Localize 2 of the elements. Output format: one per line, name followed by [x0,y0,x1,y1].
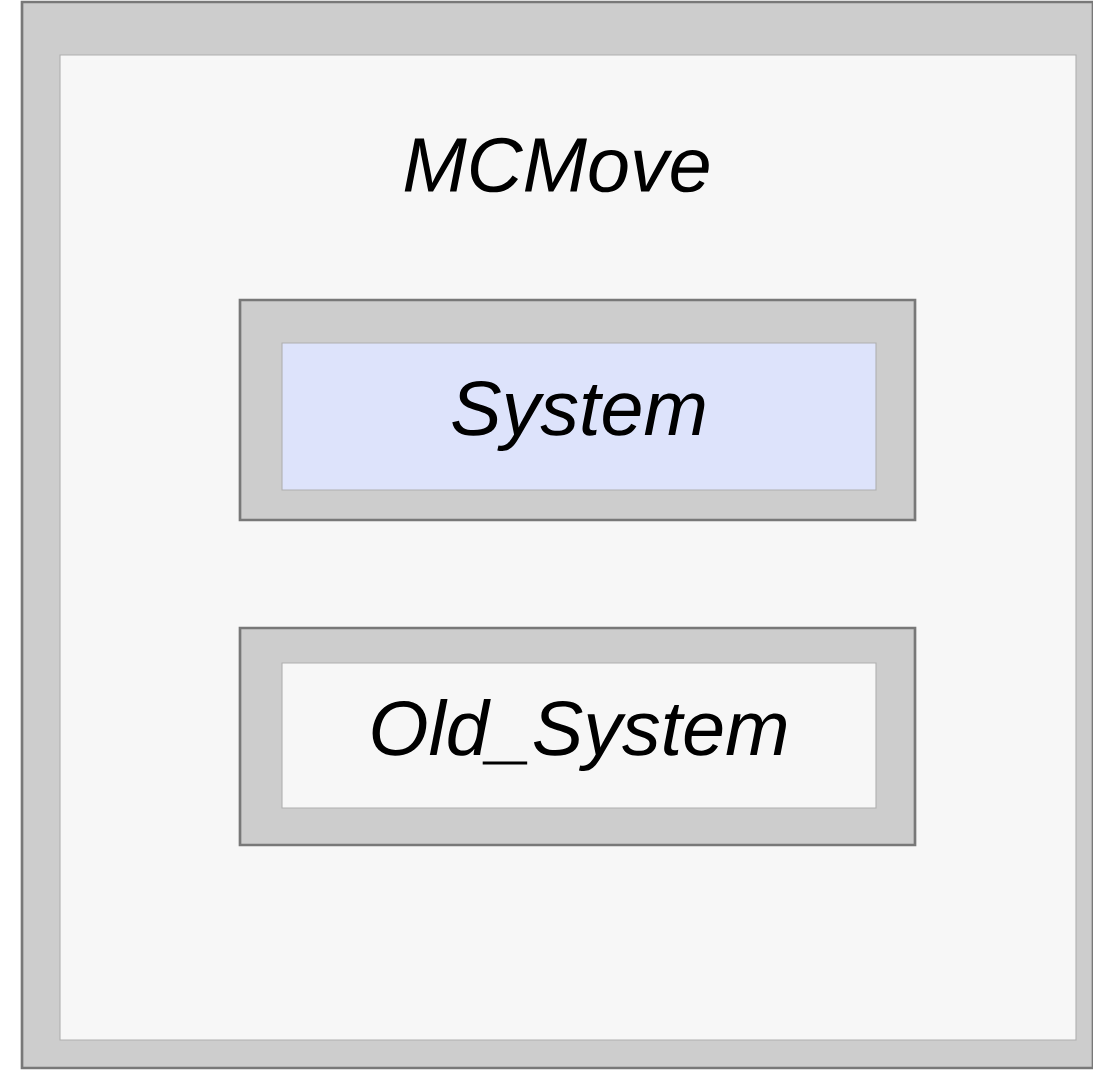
box: System [238,298,917,522]
box: Old_System [238,626,917,847]
